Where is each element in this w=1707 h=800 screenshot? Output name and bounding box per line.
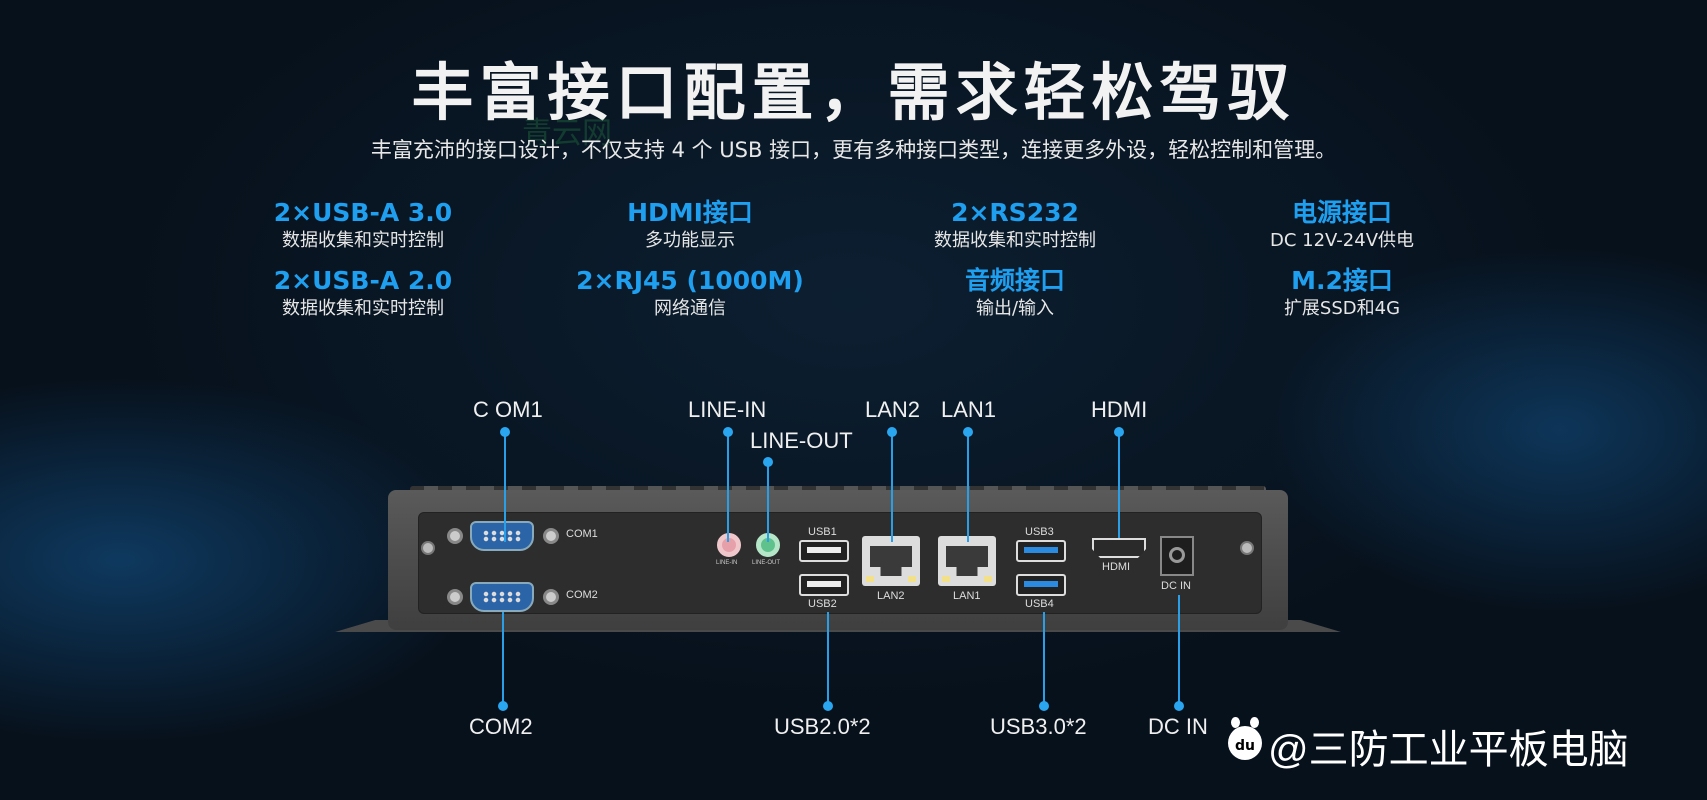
feature-audio: 音频接口 输出/输入	[865, 266, 1165, 322]
hex-nut-icon	[543, 528, 559, 544]
feature-rs232: 2×RS232 数据收集和实时控制	[865, 198, 1165, 254]
dc-in-port-icon	[1160, 536, 1194, 576]
led-icon	[942, 576, 950, 582]
feature-usb2: 2×USB-A 2.0 数据收集和实时控制	[213, 266, 513, 322]
feature-title: 音频接口	[964, 266, 1065, 295]
callout-usb20: USB2.0*2	[774, 714, 871, 739]
callout-dot	[823, 701, 833, 711]
callout-line	[504, 432, 506, 542]
callout-dot	[723, 427, 733, 437]
page-headline: 丰富接口配置，需求轻松驾驭	[411, 56, 1296, 129]
feature-desc: 多功能显示	[645, 230, 735, 251]
feature-title: 电源接口	[1291, 198, 1392, 227]
usb1-port-icon	[799, 540, 849, 562]
callout-line	[1043, 612, 1045, 706]
callout-com2: COM2	[469, 714, 533, 739]
feature-title: HDMI接口	[627, 198, 753, 227]
feature-desc: 数据收集和实时控制	[282, 230, 444, 251]
callout-dot	[1174, 701, 1184, 711]
feature-desc: 网络通信	[654, 298, 726, 319]
led-icon	[984, 576, 992, 582]
callout-line	[1178, 595, 1180, 706]
feature-desc: 扩展SSD和4G	[1283, 298, 1401, 319]
usb2-port-icon	[799, 574, 849, 596]
feature-desc: DC 12V-24V供电	[1269, 230, 1415, 251]
hex-nut-icon	[543, 589, 559, 605]
screw-icon	[421, 541, 435, 555]
com2-panel-label: COM2	[566, 589, 598, 601]
feature-title: M.2接口	[1291, 266, 1393, 295]
screw-icon	[1240, 541, 1254, 555]
callout-line-in: LINE-IN	[688, 397, 767, 422]
callout-line	[1118, 432, 1120, 538]
callout-dot	[1039, 701, 1049, 711]
lan2-panel-label: LAN2	[877, 590, 905, 602]
lan2-port-icon	[862, 536, 920, 586]
feature-power: 电源接口 DC 12V-24V供电	[1192, 198, 1492, 254]
callout-line	[502, 612, 504, 706]
faint-watermark: 青云网	[522, 116, 612, 151]
feature-rj45: 2×RJ45 (1000M) 网络通信	[540, 266, 840, 322]
feature-title: 2×USB-A 2.0	[273, 266, 453, 295]
com1-panel-label: COM1	[566, 528, 598, 540]
feature-title: 2×USB-A 3.0	[273, 198, 453, 227]
callout-dot	[887, 427, 897, 437]
callout-line	[967, 432, 969, 542]
feature-desc: 输出/输入	[975, 298, 1055, 319]
callout-dot	[498, 701, 508, 711]
usb1-panel-label: USB1	[808, 526, 837, 538]
com2-port-icon	[470, 582, 534, 612]
com1-port-icon	[470, 521, 534, 551]
callout-lan1: LAN1	[941, 397, 997, 422]
hdmi-port-icon	[1092, 538, 1146, 558]
usb2-panel-label: USB2	[808, 598, 837, 610]
callout-line	[767, 462, 769, 542]
hex-nut-icon	[447, 589, 463, 605]
feature-hdmi: HDMI接口 多功能显示	[540, 198, 840, 254]
callout-line	[727, 432, 729, 542]
feature-title: 2×RS232	[951, 198, 1079, 227]
feature-desc: 数据收集和实时控制	[282, 298, 444, 319]
feature-title: 2×RJ45 (1000M)	[576, 266, 804, 295]
page-subtitle: 丰富充沛的接口设计，不仅支持 4 个 USB 接口，更有多种接口类型，连接更多外…	[370, 138, 1337, 162]
callout-dc-in: DC IN	[1148, 714, 1208, 739]
hex-nut-icon	[447, 528, 463, 544]
line-in-jack-icon	[717, 533, 741, 557]
callout-dot	[500, 427, 510, 437]
lan1-port-icon	[938, 536, 996, 586]
usb4-panel-label: USB4	[1025, 598, 1054, 610]
led-icon	[908, 576, 916, 582]
line-in-panel-label: LINE-IN	[716, 560, 738, 566]
callout-dot	[763, 457, 773, 467]
feature-m2: M.2接口 扩展SSD和4G	[1192, 266, 1492, 322]
watermark-text: @三防工业平板电脑	[1268, 728, 1629, 772]
led-icon	[866, 576, 874, 582]
callout-usb30: USB3.0*2	[990, 714, 1087, 739]
usb3-port-icon	[1016, 540, 1066, 562]
feature-desc: 数据收集和实时控制	[934, 230, 1096, 251]
dc-in-panel-label: DC IN	[1161, 580, 1191, 592]
callout-line	[891, 432, 893, 542]
callout-dot	[1114, 427, 1124, 437]
line-out-panel-label: LINE-OUT	[752, 560, 781, 566]
baidu-paw-logo-icon: du	[1228, 717, 1262, 760]
callout-dot	[963, 427, 973, 437]
callout-com1: C OM1	[473, 397, 543, 422]
hdmi-panel-label: HDMI	[1102, 561, 1131, 573]
feature-usb3: 2×USB-A 3.0 数据收集和实时控制	[213, 198, 513, 254]
usb4-port-icon	[1016, 574, 1066, 596]
lan1-panel-label: LAN1	[953, 590, 981, 602]
callout-lan2: LAN2	[865, 397, 921, 422]
callout-line-out: LINE-OUT	[750, 428, 853, 453]
usb3-panel-label: USB3	[1025, 526, 1054, 538]
callout-line	[827, 612, 829, 706]
callout-hdmi: HDMI	[1091, 397, 1148, 422]
